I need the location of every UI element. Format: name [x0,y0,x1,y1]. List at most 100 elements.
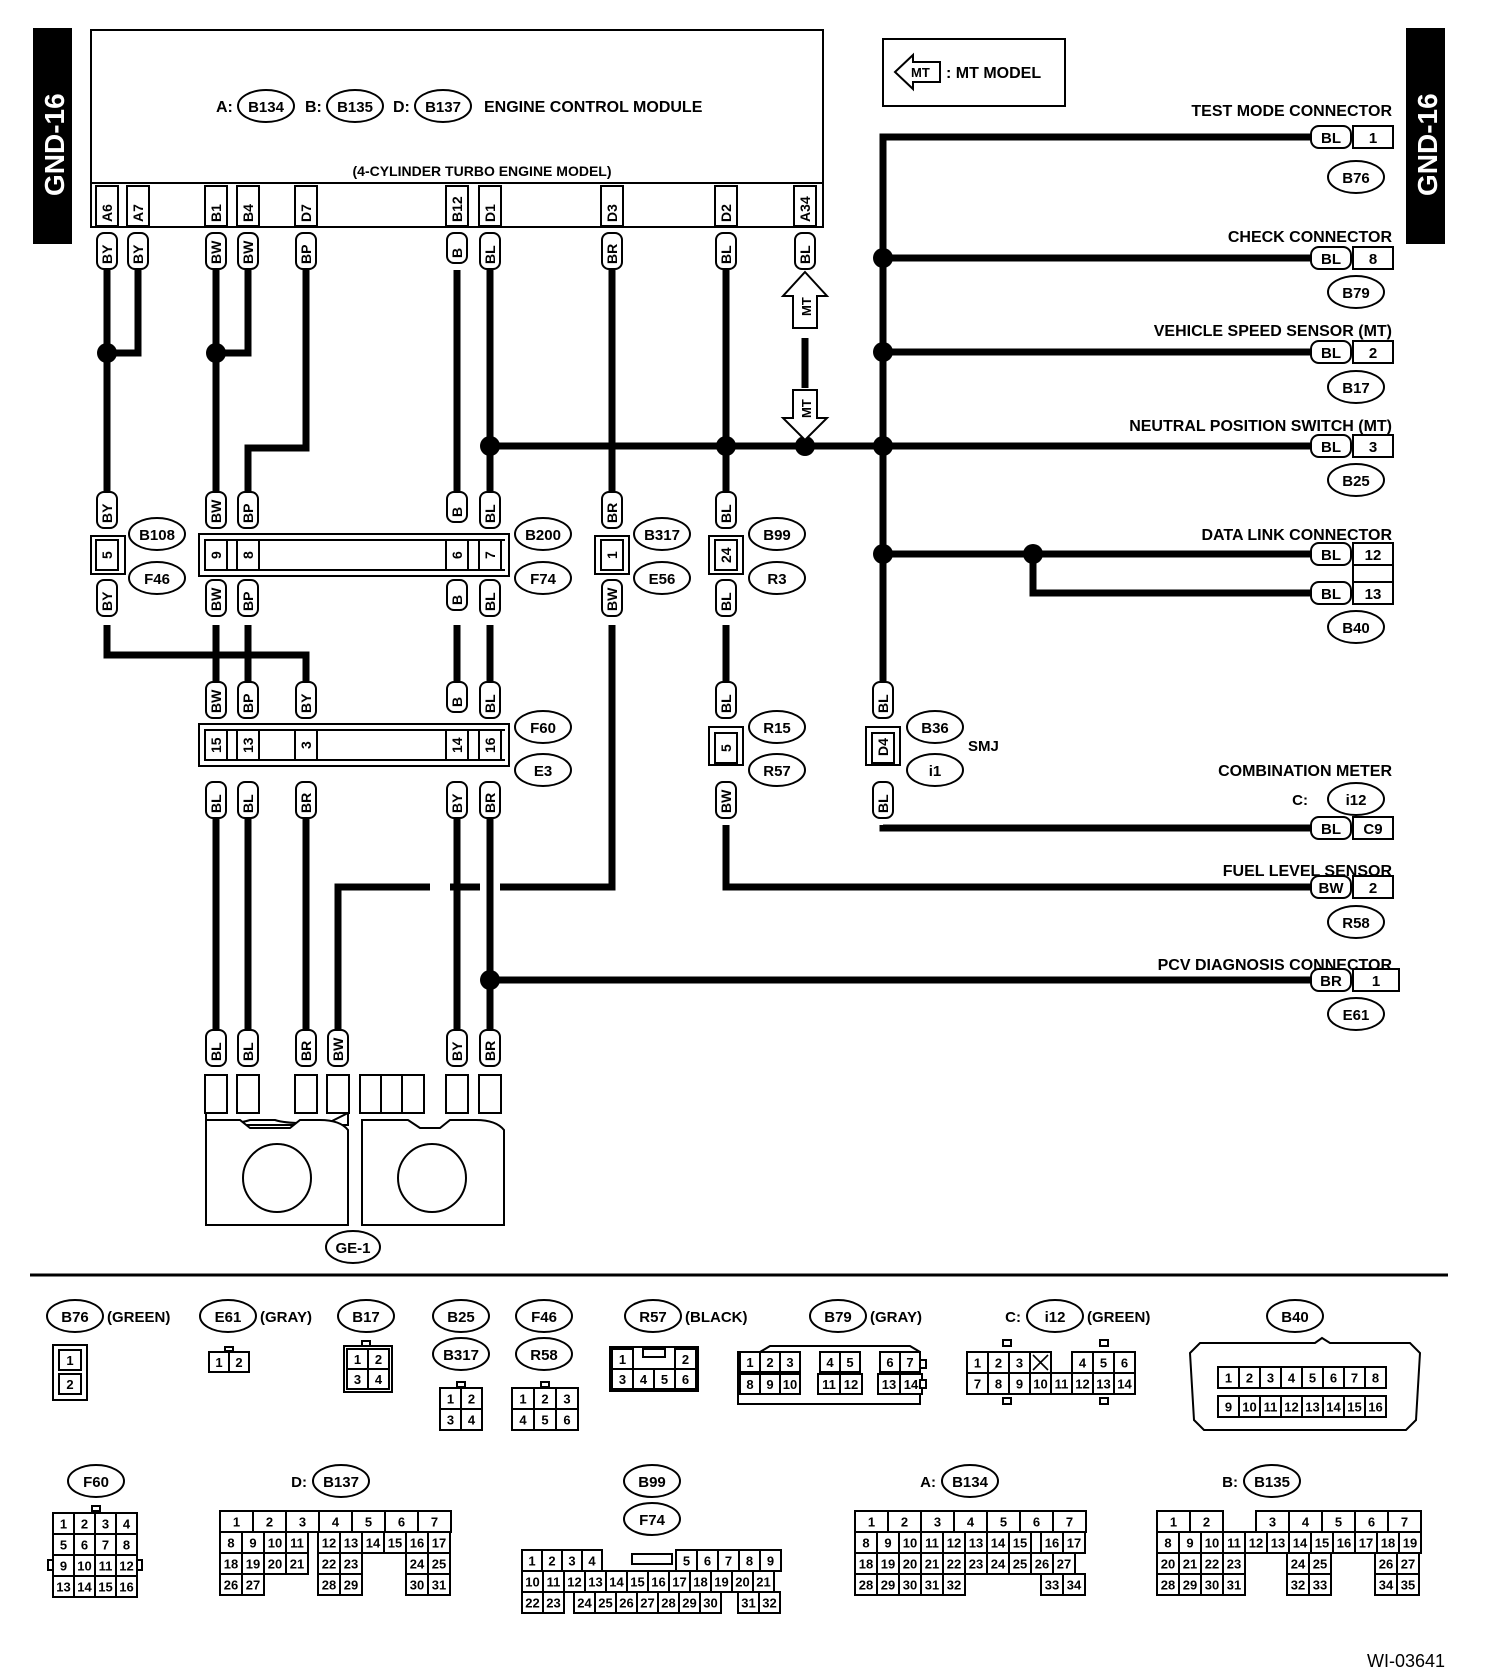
connector-cavity: 1 [521,1549,543,1572]
wire-color-text: BP [298,245,314,264]
connector-cavity: 5 [533,1408,557,1431]
wire-color-text: BL [482,694,498,713]
connector-cavity: 4 [581,1549,603,1572]
ecm-name: ENGINE CONTROL MODULE [484,99,703,116]
cavity-number: 5 [541,1413,548,1428]
connector-cavity: 16 [1332,1531,1356,1554]
device-connector-badge: B25 [1327,463,1385,497]
connector-cavity: 20 [731,1570,754,1593]
connector-cavity: 8 [739,1373,761,1395]
device-name: DATA LINK CONNECTOR [1201,527,1392,544]
wire-color-text: BY [298,693,314,713]
view-color: (GRAY) [260,1309,312,1326]
wire-color-text: BW [1319,880,1345,897]
connector-cavity: 10 [521,1570,544,1593]
wire-color-label: BW [205,491,227,529]
cavity-number: 6 [563,1413,570,1428]
wire-color-label: BL [479,579,501,617]
pin-box: 6 [445,539,469,571]
connector-id-text: R3 [767,571,786,588]
cavity-number: 1 [60,1517,67,1532]
connector-id-text: B137 [323,1474,359,1491]
connector-cavity: 22 [942,1552,966,1575]
cavity-number: 32 [762,1596,776,1611]
view-prefix: D: [291,1474,307,1491]
connector-cavity: 30 [1200,1573,1224,1596]
device-connector-badge: E61 [1327,997,1385,1031]
cavity-number: 2 [995,1356,1002,1371]
joint-top-badge: R15 [748,710,806,744]
cavity-number: 20 [268,1557,282,1572]
connector-cavity: 2 [887,1510,922,1533]
connector-cavity: 14 [986,1531,1010,1554]
cavity-number: 15 [1347,1400,1361,1415]
wire-color-label: BW [205,579,227,617]
connector-id-text: B76 [61,1309,89,1326]
pin-box: 16 [478,729,502,761]
cavity-number: 4 [1302,1515,1310,1530]
side-tag-right: GND-16 [1406,28,1445,244]
wire-color-label: BW [715,781,737,819]
pin-box: 7 [478,539,502,571]
connector-cavity: 12 [1280,1395,1303,1418]
cavity-number: 3 [563,1392,570,1407]
device-name: NEUTRAL POSITION SWITCH (MT) [1129,418,1392,435]
cavity-number: 23 [344,1557,358,1572]
connector-cavity: 31 [1222,1573,1246,1596]
connector-cavity: 6 [384,1510,419,1533]
ecm-pin-number: A7 [130,204,146,222]
cavity-number: 20 [735,1575,749,1590]
cavity-number: 7 [725,1554,732,1569]
cavity-number: 28 [1161,1578,1175,1593]
ecm-pin-number: A34 [797,196,813,222]
view-connector-badge: B135 [1243,1464,1301,1498]
connector-view-header: B79(GRAY) [809,1299,922,1333]
view-connector-badge: F60 [67,1464,125,1498]
connector-cavity: 9 [1008,1372,1031,1395]
wire-color-label: BY [96,232,118,270]
cavity-number: 7 [1351,1371,1358,1386]
cavity-number: 1 [528,1554,535,1569]
connector-id-text: B40 [1342,620,1370,637]
connector-cavity: 16 [405,1531,429,1554]
wire-color-label: B [446,579,468,611]
view-prefix: B: [1222,1474,1238,1491]
cavity-number: 25 [1313,1557,1327,1572]
view-connector-badge: B76 [46,1299,104,1333]
cavity-number: 4 [826,1355,834,1370]
cavity-number: 19 [1403,1536,1417,1551]
cavity-number: 12 [322,1536,336,1551]
connector-cavity: 22 [521,1591,544,1614]
connector-id-text: B137 [425,99,461,116]
cavity-number: 2 [682,1352,689,1367]
wire-color-label: BL [479,681,501,719]
cavity-number: 25 [598,1596,612,1611]
mt-up-arrow-label: MT [799,297,814,316]
connector-cavity: 21 [752,1570,775,1593]
connector-cavity: 24 [405,1552,429,1575]
joint-bottom-badge: F46 [128,561,186,595]
connector-id-text: B99 [638,1474,666,1491]
wire-color-label: BY [127,232,149,270]
wire-color-text: BL [1321,547,1341,564]
smj-top-badge: B36 [906,710,964,744]
pin-box: 5 [714,732,738,764]
connector-view-header: A:B134 [920,1464,999,1498]
connector-cavity: 3 [1008,1351,1031,1374]
wire-color-label: BL [715,579,737,617]
wire-color-label: BR [479,1029,501,1067]
connector-cavity: 27 [1396,1552,1420,1575]
connector-cavity: 13 [1301,1395,1324,1418]
joint-top-badge: F60 [514,710,572,744]
connector-cavity: 6 [73,1533,96,1556]
pin-box: 15 [204,729,228,761]
connector-id-text: GE-1 [335,1240,370,1257]
side-tag-left-text: GND-16 [39,93,70,196]
wire-color-text: BL [482,504,498,523]
connector-cavity: 12 [1071,1372,1094,1395]
ecm-conn-b-badge: B135 [326,89,384,123]
